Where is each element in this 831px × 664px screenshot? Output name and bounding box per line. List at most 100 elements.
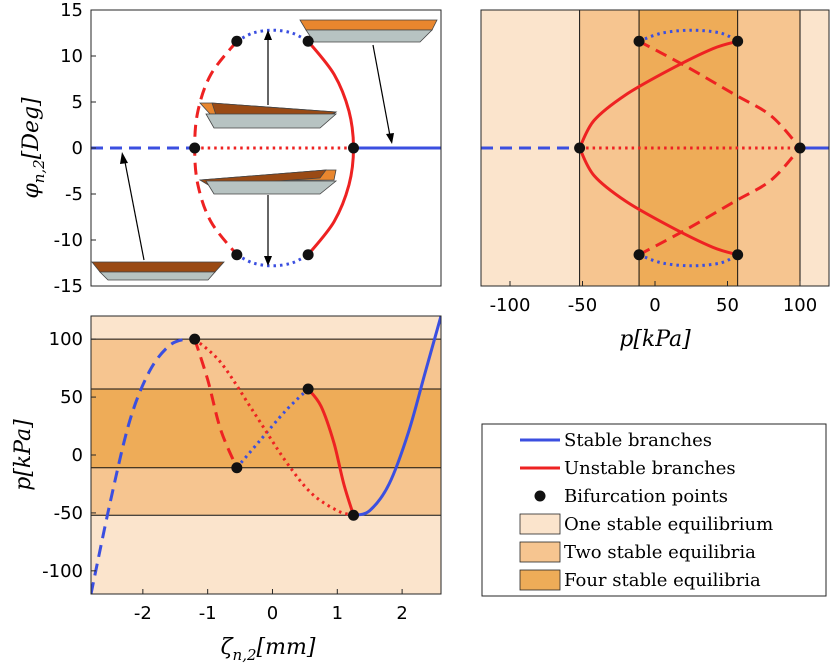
bifurcation-point [302, 35, 314, 47]
y-axis-label: φn,2[Deg] [19, 97, 48, 199]
plate-illustration [299, 19, 438, 43]
y-tick-label: 100 [49, 329, 83, 350]
stability-region [91, 339, 441, 389]
arrow [372, 44, 391, 137]
bifurcation-point [231, 35, 243, 47]
x-tick-label: -1 [199, 603, 217, 624]
y-tick-label: 0 [72, 138, 83, 159]
stability-region [91, 467, 441, 516]
y-axis-unit: [Deg] [19, 97, 44, 159]
bifurcation-point [348, 509, 359, 521]
bifurcation-point [348, 142, 359, 154]
y-tick-label: -100 [42, 561, 83, 582]
plate-top-layer [299, 19, 438, 31]
x-axis-unit: [kPa] [633, 327, 691, 352]
series-line-unstable-solid [578, 39, 739, 149]
bifurcation-point [794, 142, 806, 154]
x-axis-symbol: ζ [221, 635, 235, 660]
bifurcation-point [302, 249, 314, 261]
annotation-arrows [120, 30, 394, 266]
plate-illustration [91, 261, 225, 281]
plate-bottom-layer [205, 180, 338, 195]
legend-label: Unstable branches [564, 458, 736, 479]
x-tick-label: 0 [649, 295, 660, 316]
legend-patch-swatch [519, 513, 561, 535]
y-tick-label: -5 [65, 184, 83, 205]
series-line-stable-solid [353, 316, 441, 517]
stability-region [91, 388, 441, 468]
y-axis-subscript: n,2 [30, 159, 48, 183]
y-axis-unit: [kPa] [11, 419, 36, 477]
arrow-head [264, 30, 272, 40]
stability-region [639, 10, 738, 286]
x-tick-label: 0 [267, 603, 278, 624]
x-tick-label: -50 [568, 295, 597, 316]
x-ticks: -100 -50 0 50 100 [490, 281, 817, 316]
bifurcation-points [189, 333, 359, 521]
arrow-head [120, 152, 128, 164]
y-tick-label: 15 [60, 0, 83, 21]
bifurcation-point [189, 142, 201, 154]
y-tick-label: 0 [72, 445, 83, 466]
legend-dot-swatch [534, 490, 546, 502]
x-tick-label: 1 [332, 603, 343, 624]
legend-box [481, 423, 827, 597]
stability-regions [579, 10, 801, 286]
series-line-unstable-dotted [193, 338, 354, 517]
legend-label: Two stable equilibria [564, 542, 756, 563]
bifurcation-point [574, 142, 586, 154]
series-line-stable-dotted [235, 387, 310, 469]
x-tick-label: 2 [396, 603, 407, 624]
x-tick-label: 100 [783, 295, 817, 316]
bifurcation-point [231, 462, 243, 474]
panel-angle-vs-pressure: -100 -50 0 50 100 p[kPa] [480, 9, 830, 352]
bifurcation-point [633, 35, 645, 47]
x-axis-unit: [mm] [257, 635, 316, 660]
series-line-unstable-dashed [193, 338, 239, 469]
y-axis-symbol: p [11, 477, 36, 491]
plate-bottom-layer [99, 271, 216, 281]
bifurcation-point [302, 383, 314, 395]
arrow [124, 161, 145, 261]
x-tick-label: 50 [716, 295, 739, 316]
bifurcation-points [189, 35, 359, 261]
x-axis-symbol: p [619, 327, 633, 352]
x-axis-label: ζn,2[mm] [221, 635, 316, 664]
stability-regions [91, 338, 441, 516]
series-group [481, 28, 829, 268]
y-tick-label: 50 [60, 387, 83, 408]
x-ticks: -2 -1 0 1 2 [134, 589, 408, 624]
plate-bottom-layer [305, 29, 433, 43]
plate-illustration [199, 102, 338, 129]
legend-patch-swatch [519, 541, 561, 563]
series-line-unstable-solid [306, 388, 355, 516]
y-axis-symbol: φ [19, 183, 44, 199]
x-tick-label: -2 [134, 603, 152, 624]
legend-label: Four stable equilibria [564, 570, 761, 591]
series-group [91, 316, 441, 594]
series-line-stable-dotted [638, 253, 739, 268]
bifurcation-points [574, 35, 806, 261]
series-line-unstable-solid [578, 147, 739, 257]
legend-patch-swatch [519, 569, 561, 591]
bifurcation-point [732, 35, 744, 47]
legend-label: Bifurcation points [564, 486, 728, 507]
bifurcation-point [732, 249, 744, 261]
y-tick-label: -15 [54, 276, 83, 297]
x-axis-subscript: n,2 [233, 646, 257, 664]
legend-label: Stable branches [564, 430, 712, 451]
y-tick-label: 10 [60, 46, 83, 67]
x-tick-label: -100 [490, 295, 531, 316]
y-tick-label: 5 [72, 92, 83, 113]
plate-bottom-layer [205, 113, 338, 129]
x-axis-label: p[kPa] [619, 327, 691, 352]
arrow-head [386, 133, 394, 144]
y-axis-label: p[kPa] [11, 419, 36, 491]
